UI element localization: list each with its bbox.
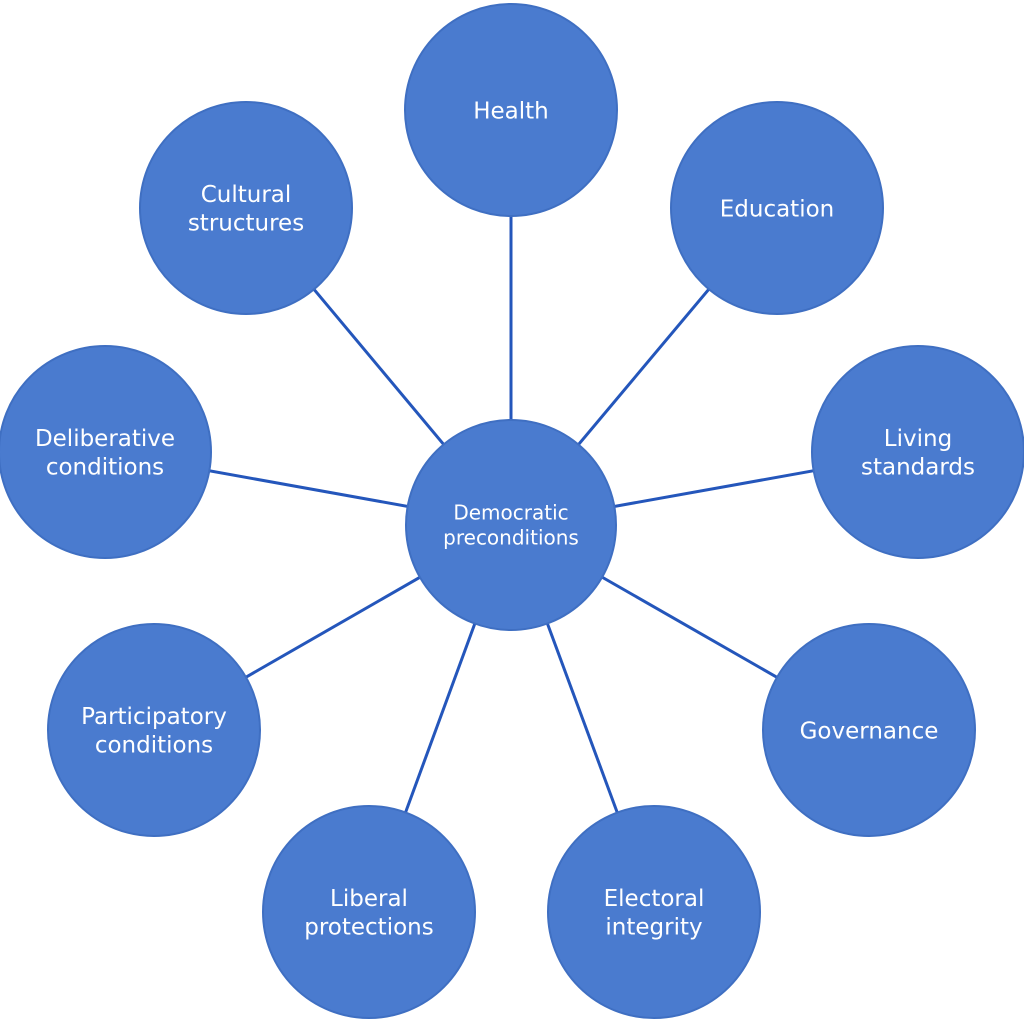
node-deliberative-conditions-circle	[0, 345, 212, 559]
node-education-circle	[670, 101, 884, 315]
node-health: Health	[404, 3, 618, 217]
node-governance-circle	[762, 623, 976, 837]
node-participatory-conditions: Participatory conditions	[47, 623, 261, 837]
node-cultural-structures: Cultural structures	[139, 101, 353, 315]
node-health-circle	[404, 3, 618, 217]
node-cultural-structures-label: Cultural	[201, 182, 292, 208]
node-electoral-integrity-circle	[547, 805, 761, 1019]
node-living-standards-label: Living	[884, 426, 952, 452]
node-living-standards-circle	[811, 345, 1024, 559]
node-liberal-protections-circle	[262, 805, 476, 1019]
node-electoral-integrity: Electoral integrity	[547, 805, 761, 1019]
node-deliberative-conditions-label: Deliberative	[35, 426, 175, 452]
node-participatory-conditions-circle	[47, 623, 261, 837]
node-health-label: Health	[473, 98, 549, 124]
node-participatory-conditions-label: Participatory	[81, 704, 227, 730]
node-deliberative-conditions: Deliberative conditions	[0, 345, 212, 559]
node-liberal-protections: Liberal protections	[262, 805, 476, 1019]
node-participatory-conditions-label: conditions	[95, 733, 213, 759]
node-governance-label: Governance	[800, 718, 939, 744]
node-electoral-integrity-label: Electoral	[604, 886, 705, 912]
node-liberal-protections-label: protections	[304, 915, 433, 941]
node-living-standards-label: standards	[861, 455, 975, 481]
center-node-label: Democratic	[453, 501, 568, 525]
node-deliberative-conditions-label: conditions	[46, 455, 164, 481]
node-living-standards: Living standards	[811, 345, 1024, 559]
node-education-label: Education	[720, 196, 835, 222]
node-governance: Governance	[762, 623, 976, 837]
center-node-circle	[405, 419, 617, 631]
center-node-label: preconditions	[443, 526, 579, 550]
node-electoral-integrity-label: integrity	[605, 915, 702, 941]
node-education: Education	[670, 101, 884, 315]
node-cultural-structures-label: structures	[188, 211, 304, 237]
node-cultural-structures-circle	[139, 101, 353, 315]
node-liberal-protections-label: Liberal	[330, 886, 408, 912]
